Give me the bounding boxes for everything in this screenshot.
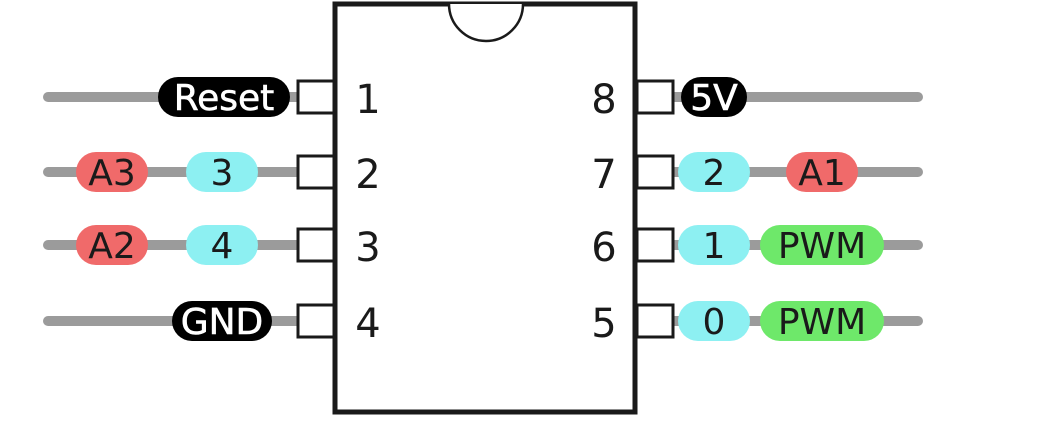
pin-label-bg [172, 301, 272, 341]
pin-row-right-8: 8 5V [591, 77, 747, 123]
pin-label-green: PWM [760, 225, 884, 267]
pin-stub [635, 303, 675, 339]
pin-label-text: 2 [703, 153, 726, 194]
chip-package [332, 1, 638, 415]
pin-label-red: A3 [76, 152, 148, 194]
pin-label-cyan: 0 [678, 301, 750, 343]
pin-label-red: A1 [786, 152, 858, 194]
pin-label-text: A3 [88, 153, 136, 194]
pin-label-bg [186, 225, 258, 265]
pin-label-text: 4 [211, 226, 234, 267]
pin-label-text: A1 [798, 153, 846, 194]
pin-label-cyan: 1 [678, 225, 750, 267]
pin-label-text: 0 [703, 302, 726, 343]
pin-label-green: PWM [760, 301, 884, 343]
pin-label-black: Reset [158, 77, 290, 119]
pin-label-text: 1 [703, 226, 726, 267]
pin-label-red: A2 [76, 225, 148, 267]
pin-label-bg [760, 301, 884, 341]
pin-label-bg [76, 225, 148, 265]
pin-label-text: PWM [778, 226, 866, 267]
pin-number: 8 [591, 77, 616, 123]
pin-label-bg [186, 152, 258, 192]
pin-row-left-4: 4 GND [172, 301, 381, 347]
pin-stub [296, 303, 336, 339]
pin-number: 7 [591, 152, 616, 198]
chip-body [332, 1, 638, 415]
pin-stub [296, 154, 336, 190]
pin-label-bg [786, 152, 858, 192]
pin-label-text: 5V [690, 78, 738, 119]
pin-label-text: A2 [88, 226, 136, 267]
chip-notch [447, 3, 525, 43]
pin-stub [635, 227, 675, 263]
pin-number: 5 [591, 301, 616, 347]
pin-label-text: PWM [778, 302, 866, 343]
pin-number: 2 [355, 152, 380, 198]
pin-label-cyan: 2 [678, 152, 750, 194]
pin-label-bg [76, 152, 148, 192]
pin-label-cyan: 4 [186, 225, 258, 267]
pin-label-text: Reset [174, 78, 275, 119]
pin-stub [296, 79, 336, 115]
pin-stub [635, 79, 675, 115]
pin-stub [296, 227, 336, 263]
pin-label-text: 3 [211, 153, 234, 194]
pin-number: 3 [355, 225, 380, 271]
pin-label-cyan: 3 [186, 152, 258, 194]
pin-row-left-2: 2 A3 3 [76, 152, 381, 198]
pin-number: 1 [355, 77, 380, 123]
pin-row-left-1: 1 Reset [158, 77, 381, 123]
pin-row-right-6: 6 1 PWM [591, 225, 884, 271]
pin-label-black: GND [172, 301, 272, 343]
pin-label-bg [158, 77, 290, 117]
pin-label-bg [681, 77, 747, 117]
pin-row-left-3: 3 A2 4 [76, 225, 381, 271]
pin-row-right-7: 7 2 A1 [591, 152, 858, 198]
pin-label-bg [678, 301, 750, 341]
pin-stub [635, 154, 675, 190]
pin-label-bg [678, 225, 750, 265]
pin-number: 4 [355, 301, 380, 347]
pin-number: 6 [591, 225, 616, 271]
pin-label-text: GND [181, 302, 264, 343]
pin-label-black: 5V [681, 77, 747, 119]
pin-label-bg [760, 225, 884, 265]
pin-row-right-5: 5 0 PWM [591, 301, 884, 347]
pin-label-bg [678, 152, 750, 192]
